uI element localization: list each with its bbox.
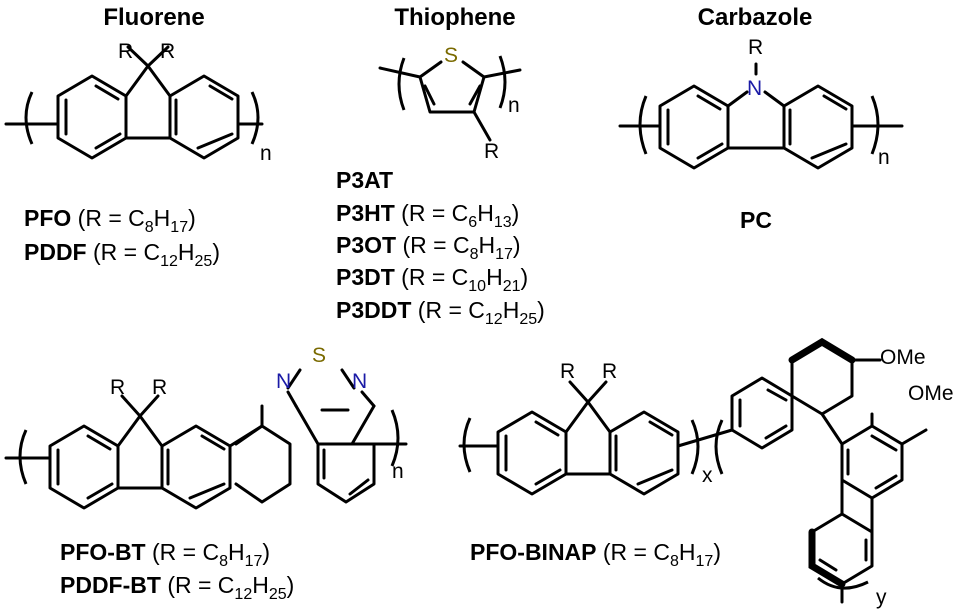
caption-name: PDDF-BT	[60, 572, 161, 598]
fluorene-r-left: R	[118, 40, 133, 63]
benzothiadiazole-n-left: N	[276, 370, 291, 393]
caption-name: P3DDT	[336, 297, 411, 323]
caption-name: PFO-BINAP	[470, 539, 597, 565]
caption-text: )	[713, 539, 721, 565]
caption-text: )	[513, 232, 521, 258]
caption-text: (R = C	[395, 200, 468, 226]
caption-sub: 13	[494, 214, 512, 231]
caption-sub: 25	[195, 253, 213, 270]
caption-text: (R = C	[411, 297, 484, 323]
caption-text: H	[252, 572, 269, 598]
caption-sub: 8	[145, 219, 154, 236]
caption-sub: 10	[468, 278, 486, 295]
caption-sub: 17	[245, 553, 263, 570]
caption-name: PFO	[24, 205, 71, 231]
caption-text: (R = C	[161, 572, 234, 598]
caption-sub: 8	[219, 553, 228, 570]
carbazole-caption-pc: PC	[740, 207, 772, 233]
caption-text: )	[287, 572, 295, 598]
caption-text: H	[478, 232, 495, 258]
caption-name: PDDF	[24, 239, 87, 265]
caption-name: P3DT	[336, 264, 395, 290]
caption-text: (R = C	[87, 239, 160, 265]
fluorene-caption-pddf: PDDF (R = C12H25)	[24, 239, 220, 270]
caption-sub: 25	[269, 586, 287, 603]
pfobt-caption-pfo-bt: PFO-BT (R = C8H17)	[60, 539, 270, 570]
fluorene-r-right: R	[160, 40, 175, 63]
heading-fluorene: Fluorene	[103, 4, 204, 31]
caption-text: (R = C	[396, 232, 469, 258]
fluorene-structure: R R n	[4, 40, 272, 165]
thiophene-caption-p3ht: P3HT (R = C6H13)	[336, 200, 519, 231]
caption-sub: 12	[485, 311, 503, 328]
caption-text: H	[503, 297, 520, 323]
pfo-bt-structure: R R S N N n	[4, 344, 408, 510]
caption-sub: 17	[170, 219, 188, 236]
caption-text: H	[679, 539, 696, 565]
heading-thiophene: Thiophene	[394, 4, 515, 31]
caption-text: H	[477, 200, 494, 226]
caption-text: )	[521, 264, 529, 290]
caption-text: (R = C	[395, 264, 468, 290]
thiophene-caption-p3ddt: P3DDT (R = C12H25)	[336, 297, 545, 328]
caption-sub: 6	[468, 214, 477, 231]
caption-text: H	[486, 264, 503, 290]
caption-name: PC	[740, 207, 772, 233]
binap-ome-lower: OMe	[908, 382, 954, 405]
binap-ome-upper: OMe	[880, 346, 926, 369]
caption-name: P3AT	[336, 167, 393, 193]
caption-text: (R = C	[71, 205, 144, 231]
caption-sub: 12	[234, 586, 252, 603]
caption-sub: 17	[696, 553, 714, 570]
pfobt-subscript-n: n	[392, 460, 404, 483]
caption-name: PFO-BT	[60, 539, 146, 565]
fluorene-subscript-n: n	[260, 142, 272, 165]
thiophene-caption-p3ot: P3OT (R = C8H17)	[336, 232, 521, 263]
caption-text: )	[262, 539, 270, 565]
caption-sub: 8	[470, 246, 479, 263]
thiophene-r: R	[484, 140, 499, 163]
binap-subscript-x: x	[702, 464, 713, 487]
caption-text: )	[188, 205, 196, 231]
thiophene-sulfur: S	[444, 44, 458, 67]
caption-text: (R = C	[597, 539, 670, 565]
pfo-binap-structure: R R OMe OMe x y	[458, 337, 954, 609]
caption-sub: 25	[519, 311, 537, 328]
carbazole-nitrogen: N	[747, 77, 762, 100]
thiophene-caption-p3dt: P3DT (R = C10H21)	[336, 264, 528, 295]
binap-r-left: R	[560, 360, 575, 383]
carbazole-structure: R N n	[618, 36, 904, 170]
caption-text: (R = C	[146, 539, 219, 565]
caption-text: )	[512, 200, 520, 226]
carbazole-r: R	[748, 36, 763, 59]
caption-sub: 21	[503, 278, 521, 295]
caption-text: )	[212, 239, 220, 265]
binap-caption-pfo-binap: PFO-BINAP (R = C8H17)	[470, 539, 721, 570]
caption-text: H	[228, 539, 245, 565]
fluorene-caption-pfo: PFO (R = C8H17)	[24, 205, 196, 236]
caption-sub: 12	[160, 253, 178, 270]
pfobt-r-left: R	[110, 376, 125, 399]
pfobt-r-right: R	[152, 376, 167, 399]
thiophene-caption-p3at: P3AT	[336, 167, 393, 193]
pfobt-caption-pddf-bt: PDDF-BT (R = C12H25)	[60, 572, 294, 603]
caption-name: P3OT	[336, 232, 396, 258]
caption-sub: 17	[495, 246, 513, 263]
carbazole-subscript-n: n	[878, 146, 890, 169]
caption-text: )	[537, 297, 545, 323]
caption-text: H	[154, 205, 171, 231]
benzothiadiazole-n-right: N	[352, 370, 367, 393]
caption-text: H	[178, 239, 195, 265]
binap-r-right: R	[602, 360, 617, 383]
binap-subscript-y: y	[876, 586, 887, 609]
caption-name: P3HT	[336, 200, 395, 226]
thiophene-subscript-n: n	[508, 94, 520, 117]
benzothiadiazole-sulfur: S	[312, 344, 326, 367]
thiophene-structure: S R n	[378, 44, 522, 163]
heading-carbazole: Carbazole	[698, 4, 813, 31]
caption-sub: 8	[670, 553, 679, 570]
